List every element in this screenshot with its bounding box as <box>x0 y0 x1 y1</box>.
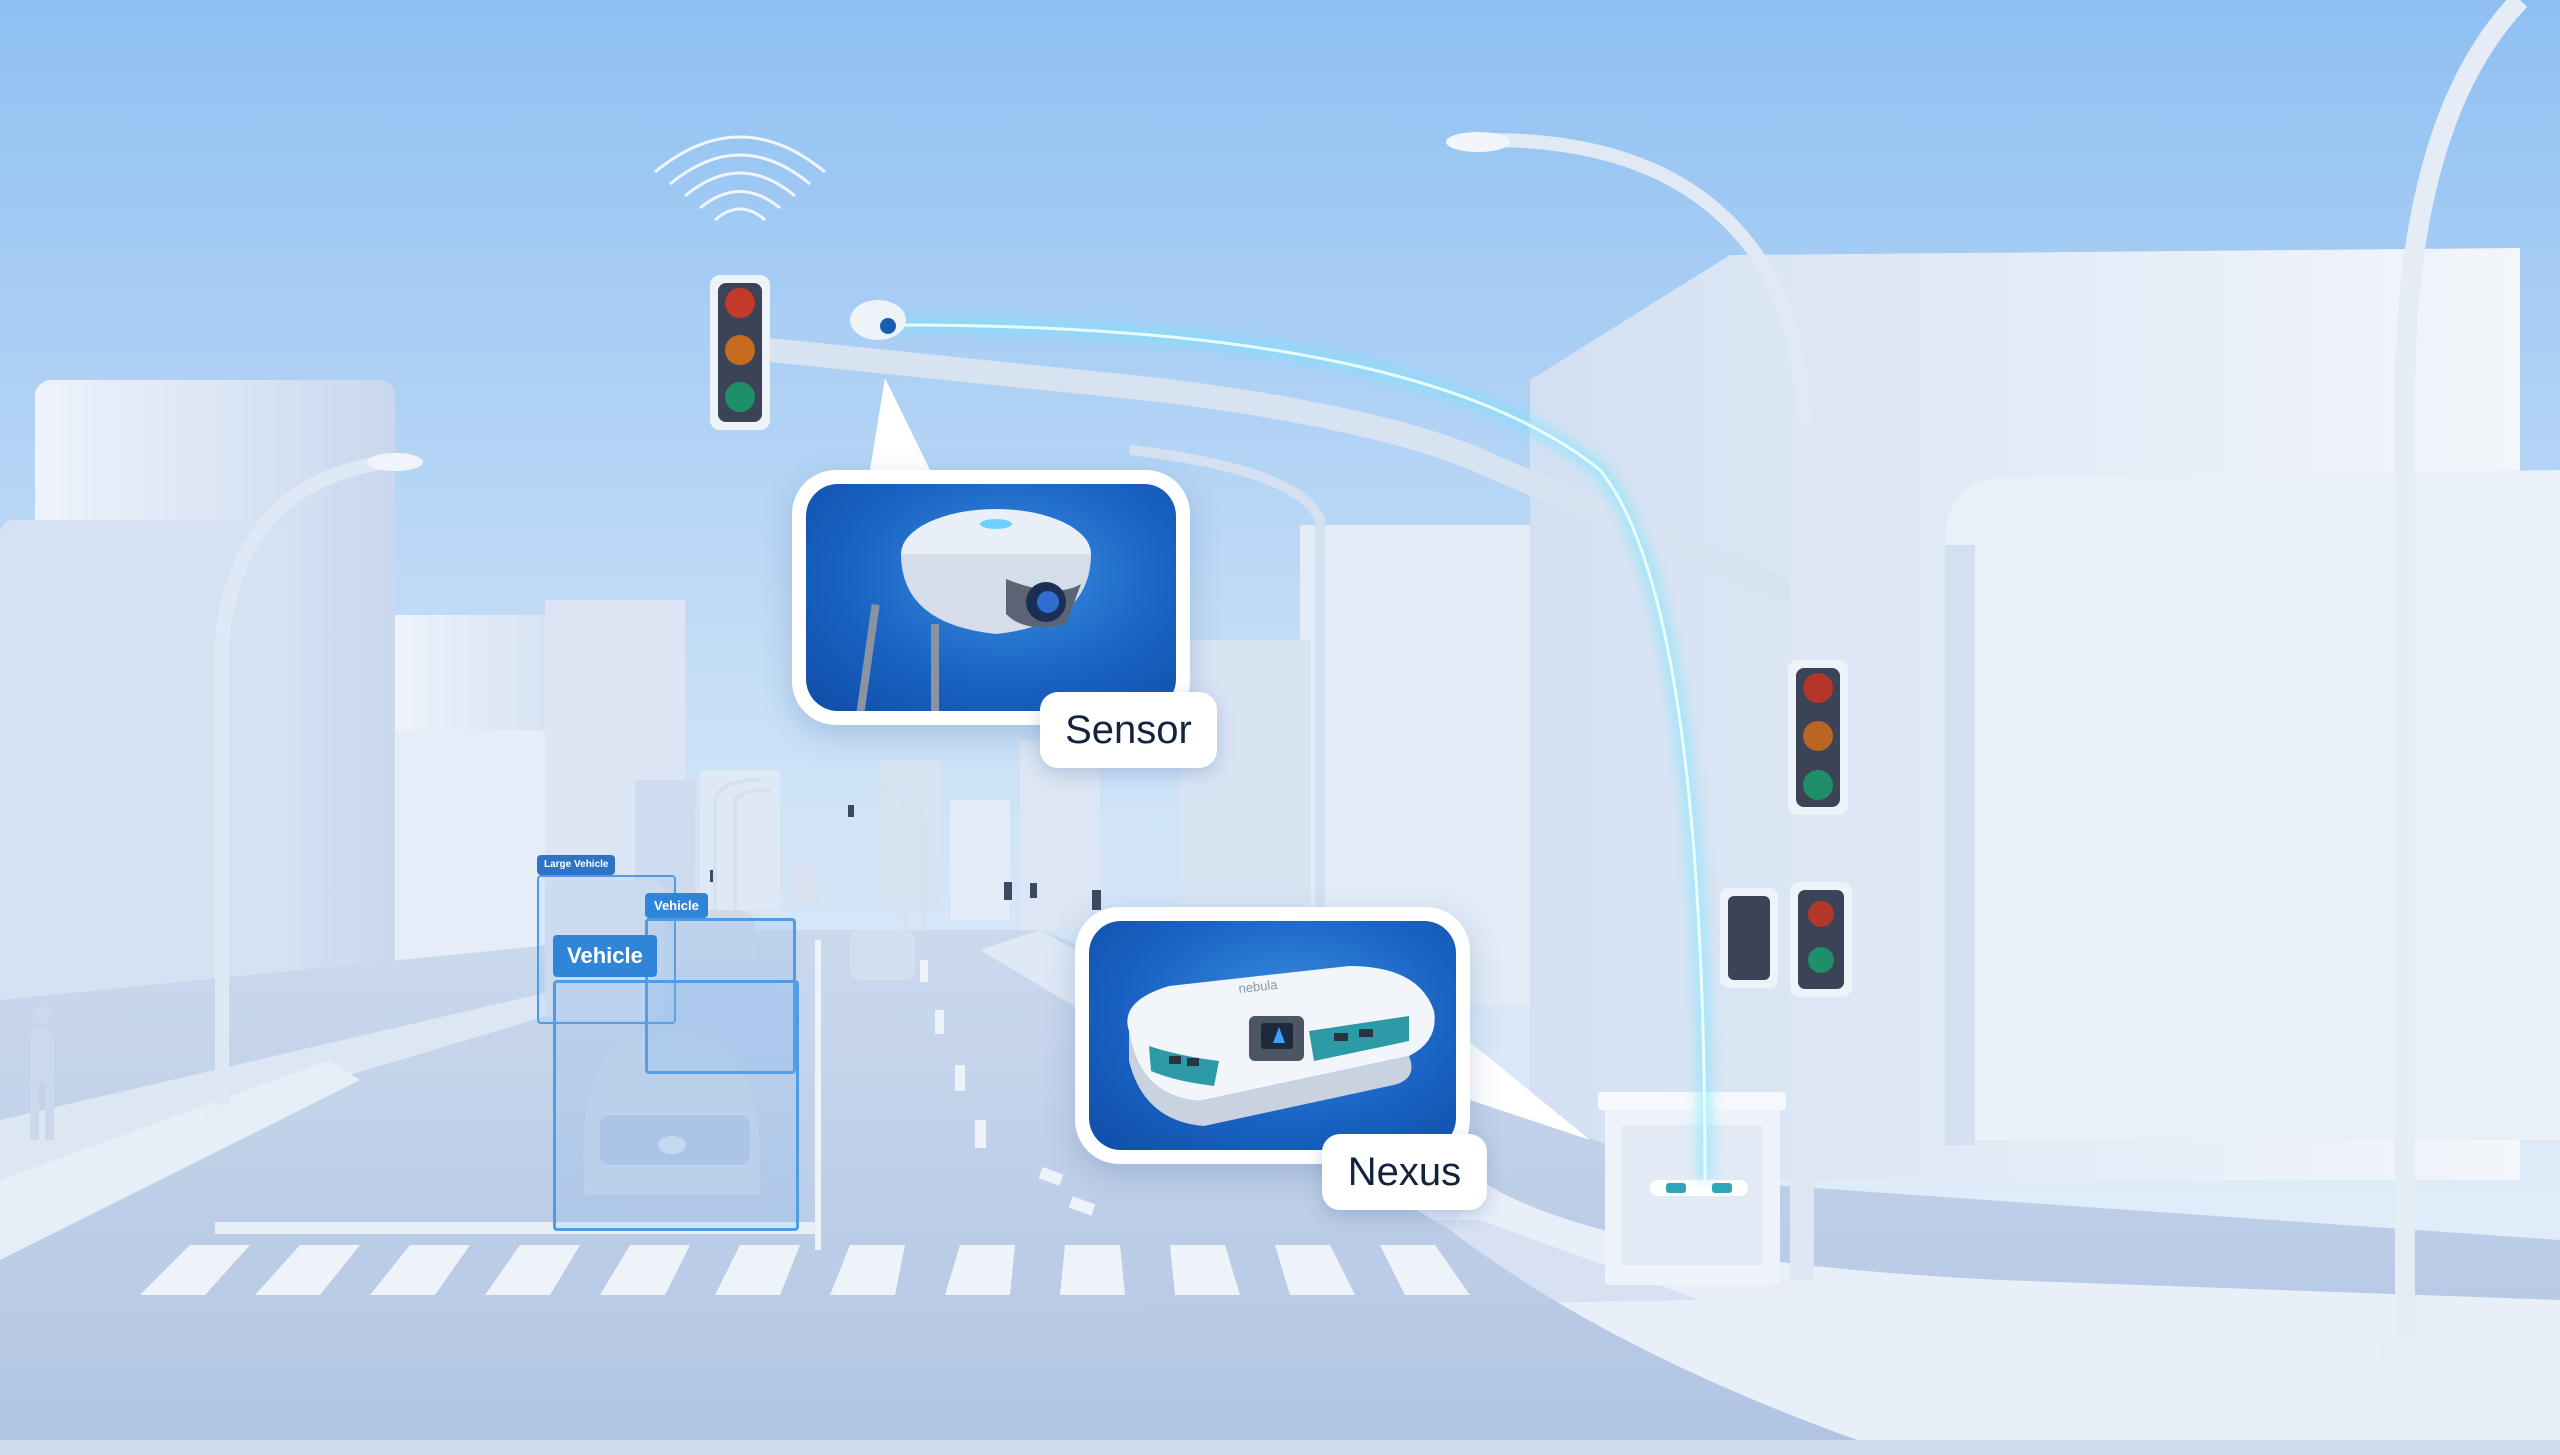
detection-tag-vehicle-mid: Vehicle <box>645 893 708 918</box>
crosswalk <box>140 1245 1470 1295</box>
sensor-device-on-pole <box>850 300 906 340</box>
nexus-cabinet <box>1598 1092 1786 1285</box>
data-beam <box>899 318 1712 1181</box>
right-street-lamp <box>2380 0 2528 1364</box>
sensor-callout-pointer <box>870 378 930 470</box>
traffic-light-right <box>1788 660 1848 815</box>
left-street-lamp <box>204 453 423 1119</box>
distant-buildings <box>700 740 1100 930</box>
pedestrian-signal-icon <box>1720 882 1852 997</box>
nexus-device-icon: nebula <box>1127 966 1435 1126</box>
nexus-callout-pointer <box>1440 1030 1590 1140</box>
vehicles <box>545 865 915 1195</box>
sensor-callout-label: Sensor <box>1040 692 1217 768</box>
detection-box-vehicle-front <box>553 980 799 1231</box>
sensor-callout-image <box>806 484 1176 711</box>
detection-tag-vehicle-front: Vehicle <box>553 935 657 977</box>
nexus-device-brand-text: nebula <box>1238 977 1279 996</box>
nexus-callout-image: nebula <box>1089 921 1456 1150</box>
pedestrian <box>30 1005 54 1140</box>
lane-markings <box>815 940 1096 1250</box>
detection-box-vehicle-mid <box>645 918 796 1074</box>
nexus-callout: nebula <box>1075 907 1470 1164</box>
nexus-callout-label: Nexus <box>1322 1134 1487 1210</box>
distant-street-lamps <box>713 445 1325 1000</box>
detection-tag-large-vehicle: Large Vehicle <box>537 855 616 875</box>
sensor-callout <box>792 470 1190 725</box>
main-signal-pole <box>758 132 1830 1302</box>
sensor-device-icon <box>856 509 1091 711</box>
traffic-light-icon <box>710 275 770 430</box>
wifi-signal-icon <box>654 135 826 222</box>
